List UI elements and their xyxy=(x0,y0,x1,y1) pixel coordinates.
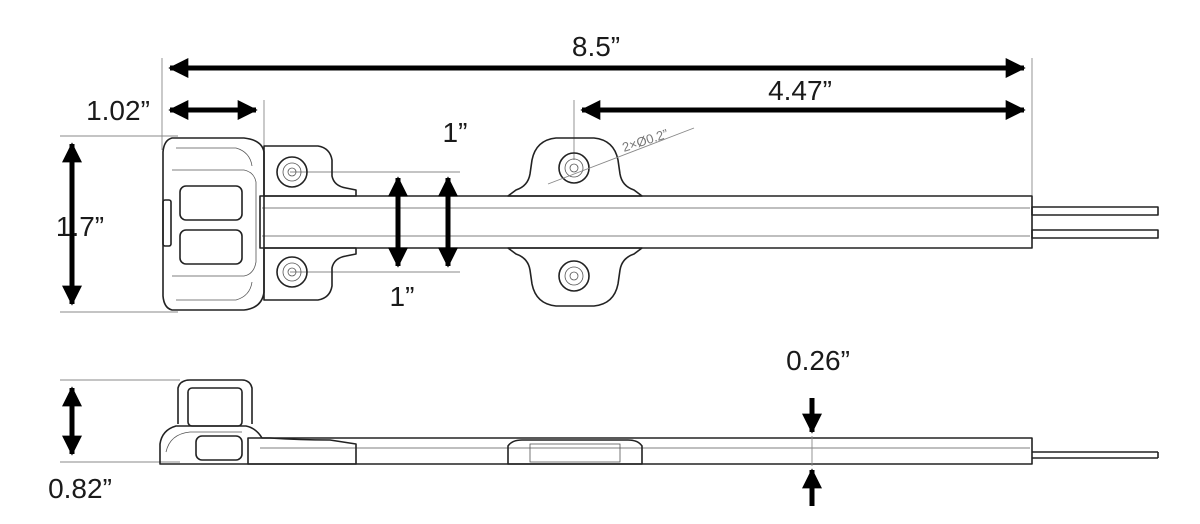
end-cap-side xyxy=(159,379,357,465)
top-view: 8.5” 4.47” 1.02” 1.7” 1” 1” 2×Ø0.2” xyxy=(56,31,1159,313)
strip-body xyxy=(259,195,1033,249)
hole-callout-label: 2×Ø0.2” xyxy=(620,126,670,155)
mounting-tab-left-top xyxy=(263,145,357,197)
hole-spacing-label: 4.47” xyxy=(768,75,832,106)
mid-tab-side xyxy=(507,439,643,465)
mid-tab-side-inner xyxy=(529,443,621,463)
wire xyxy=(1031,206,1159,216)
overall-length-label: 8.5” xyxy=(572,31,620,62)
thickness-label: 0.26” xyxy=(786,345,850,376)
gap-top-label: 1” xyxy=(443,117,468,148)
side-view: 0.82” 0.26” xyxy=(48,345,1159,506)
mounting-tab-mid-bottom xyxy=(507,247,643,307)
mounting-tab-left-bottom xyxy=(263,247,357,301)
wire xyxy=(1031,229,1159,239)
hole-callout-leader xyxy=(547,127,695,185)
gap-bottom-label: 1” xyxy=(390,281,415,312)
end-cap-length-label: 1.02” xyxy=(86,95,150,126)
strip-side xyxy=(247,437,1033,465)
height-label: 1.7” xyxy=(56,211,104,242)
end-cap xyxy=(162,137,265,311)
side-height-label: 0.82” xyxy=(48,473,112,504)
